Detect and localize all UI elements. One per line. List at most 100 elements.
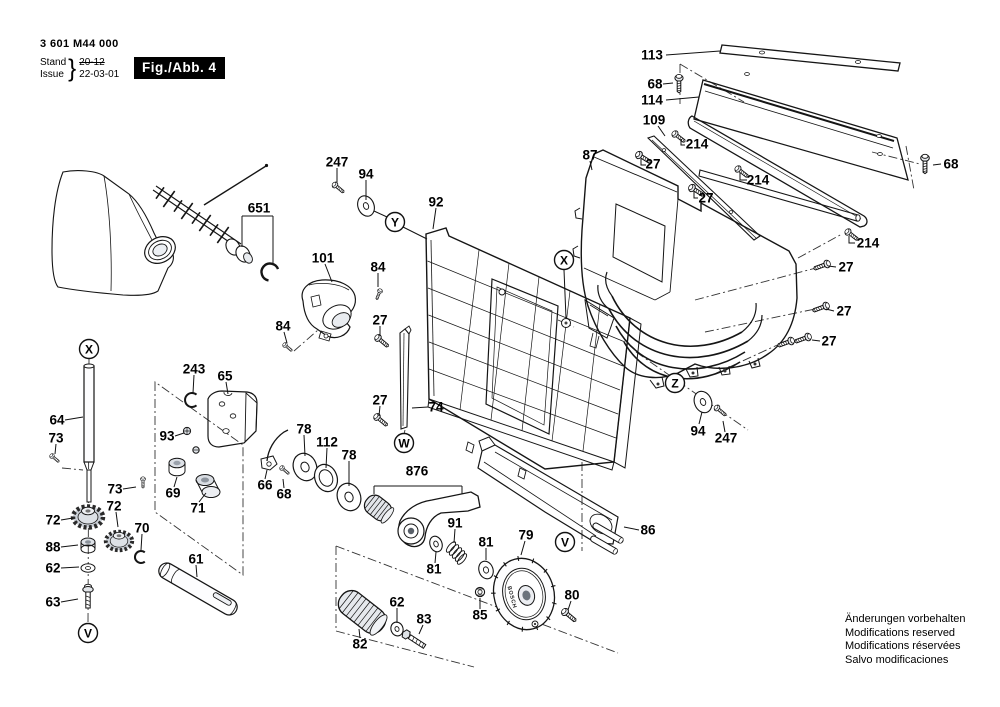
ref-letter-v2: V bbox=[554, 531, 576, 553]
notice-line-en: Modifications reserved bbox=[845, 626, 956, 639]
part-label-27d: 27 bbox=[836, 304, 851, 319]
part-label-27a: 27 bbox=[645, 157, 660, 172]
part-label-62b: 62 bbox=[389, 595, 404, 610]
knob-79-art: BOSCH bbox=[491, 556, 557, 632]
shaft-61-art bbox=[158, 562, 238, 616]
svg-text:V: V bbox=[561, 536, 569, 550]
assembly-651-art bbox=[152, 163, 280, 282]
part-label-27g: 27 bbox=[372, 313, 387, 328]
ref-letter-x1: X bbox=[78, 338, 100, 360]
svg-text:X: X bbox=[560, 254, 568, 268]
bottom-group-art bbox=[337, 589, 427, 649]
part-label-79: 79 bbox=[518, 528, 533, 543]
svg-text:W: W bbox=[398, 437, 410, 451]
part-label-27h: 27 bbox=[372, 393, 387, 408]
revision-block: Stand Issue } 20-12 22-03-01 bbox=[40, 54, 120, 83]
part-label-101: 101 bbox=[312, 251, 335, 266]
ref-letter-x2: X bbox=[553, 249, 575, 271]
part-label-61: 61 bbox=[188, 552, 204, 567]
part-label-94b: 94 bbox=[690, 424, 706, 439]
part-label-78b: 78 bbox=[341, 448, 357, 463]
notice-line-fr: Modifications réservées bbox=[845, 640, 961, 652]
part-label-84a: 84 bbox=[275, 319, 291, 334]
ref-letter-v1: V bbox=[77, 622, 99, 644]
part-label-81a: 81 bbox=[426, 562, 442, 577]
tool-body-art bbox=[51, 170, 176, 296]
part-label-114: 114 bbox=[641, 93, 663, 108]
part-label-112: 112 bbox=[316, 435, 338, 450]
top-rails-art bbox=[646, 44, 909, 241]
part-label-72a: 72 bbox=[45, 513, 60, 528]
svg-text:Z: Z bbox=[671, 377, 678, 391]
part-label-247b: 247 bbox=[715, 431, 738, 446]
bracket-65-group-art bbox=[168, 390, 258, 498]
part-label-85: 85 bbox=[472, 608, 488, 623]
ref-letter-y1: Y bbox=[384, 211, 406, 233]
issue-label: Issue bbox=[40, 69, 64, 80]
part-label-82: 82 bbox=[352, 637, 367, 652]
part-label-88: 88 bbox=[45, 540, 61, 555]
svg-text:Y: Y bbox=[391, 216, 399, 230]
part-label-27e: 27 bbox=[821, 334, 836, 349]
notice-line-de: Änderungen vorbehalten bbox=[845, 613, 966, 625]
part-label-62a: 62 bbox=[45, 561, 60, 576]
leader-lines bbox=[54, 50, 942, 639]
part-label-69: 69 bbox=[165, 486, 180, 501]
ref-letters-layer: X V Y X W V Z bbox=[77, 211, 686, 644]
part-label-247a: 247 bbox=[326, 155, 349, 170]
fasteners-art bbox=[48, 74, 930, 625]
part-label-92: 92 bbox=[428, 195, 443, 210]
part-label-91: 91 bbox=[447, 516, 463, 531]
part-label-68a: 68 bbox=[647, 77, 663, 92]
part-label-214b: 214 bbox=[747, 173, 770, 188]
part-label-78a: 78 bbox=[296, 422, 312, 437]
panel-92-art bbox=[425, 227, 642, 480]
part-label-72b: 72 bbox=[106, 499, 121, 514]
old-date: 20-12 bbox=[79, 57, 105, 68]
notice-line-es: Salvo modificaciones bbox=[845, 653, 949, 666]
part-label-83: 83 bbox=[416, 612, 432, 627]
part-label-651: 651 bbox=[248, 201, 271, 216]
part-label-73a: 73 bbox=[48, 431, 64, 446]
svg-text:X: X bbox=[85, 343, 93, 357]
part-label-113: 113 bbox=[641, 48, 663, 63]
left-column-art bbox=[70, 363, 146, 609]
part-label-27c: 27 bbox=[838, 260, 853, 275]
ref-letter-z1: Z bbox=[664, 372, 686, 394]
part-label-81b: 81 bbox=[478, 535, 494, 550]
new-date: 22-03-01 bbox=[79, 69, 120, 80]
modifications-notice: Änderungen vorbehalten Modifications res… bbox=[845, 613, 965, 667]
part-label-71: 71 bbox=[190, 501, 206, 516]
part-label-86: 86 bbox=[640, 523, 656, 538]
part-label-214a: 214 bbox=[686, 137, 709, 152]
washer-stack-art bbox=[260, 429, 362, 512]
part-label-68c: 68 bbox=[276, 487, 292, 502]
chute-86-art bbox=[477, 436, 624, 555]
part-label-27b: 27 bbox=[698, 191, 713, 206]
type-number: 3 601 M44 000 bbox=[40, 38, 119, 50]
figure-label: Fig./Abb. 4 bbox=[134, 57, 225, 79]
stand-label: Stand bbox=[40, 57, 67, 68]
part-label-243: 243 bbox=[183, 362, 206, 377]
knob-brand-text: BOSCH bbox=[506, 586, 518, 610]
ref-letter-w1: W bbox=[393, 432, 415, 454]
part-label-64: 64 bbox=[49, 413, 65, 428]
part-label-68b: 68 bbox=[943, 157, 959, 172]
part-label-63: 63 bbox=[45, 595, 61, 610]
part-label-74: 74 bbox=[428, 400, 444, 415]
part-label-876: 876 bbox=[406, 464, 429, 479]
svg-text:V: V bbox=[84, 627, 92, 641]
part-label-84b: 84 bbox=[370, 260, 386, 275]
part-label-93: 93 bbox=[159, 429, 175, 444]
part-label-73b: 73 bbox=[107, 482, 123, 497]
clamp-101-art bbox=[301, 279, 357, 342]
part-label-66: 66 bbox=[257, 478, 273, 493]
part-label-70: 70 bbox=[134, 521, 149, 536]
part-label-80: 80 bbox=[564, 588, 579, 603]
arm-876-art bbox=[363, 485, 494, 598]
part-label-214c: 214 bbox=[857, 236, 880, 251]
part-labels-layer: 1136811410921427214276887214272727247949… bbox=[45, 48, 959, 652]
part-label-65: 65 bbox=[217, 369, 233, 384]
housing-87-art bbox=[572, 149, 798, 389]
